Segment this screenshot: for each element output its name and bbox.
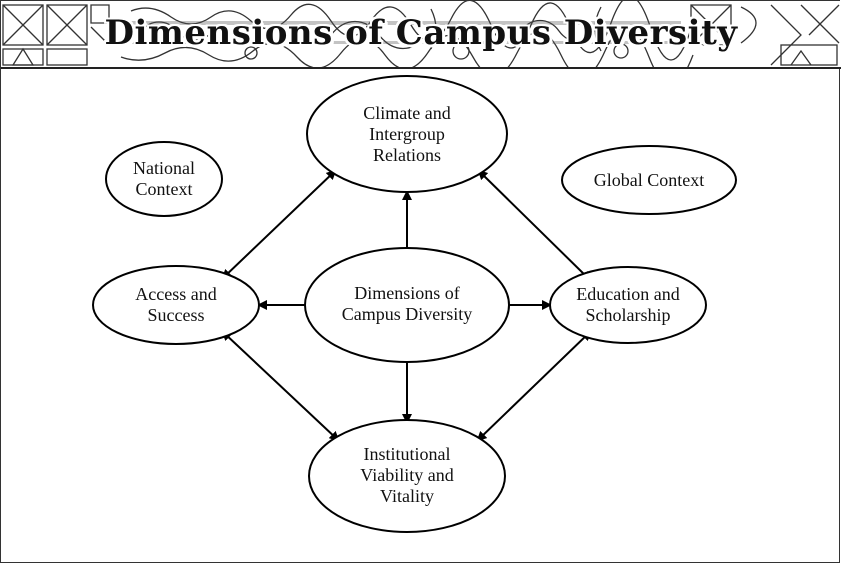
title-banner: Dimensions of Campus Diversity xyxy=(1,1,841,69)
node-institutional-label: Institutional Viability and Vitality xyxy=(360,443,454,506)
node-center-ellipse xyxy=(304,247,510,363)
node-national-ellipse xyxy=(105,141,223,217)
node-center-label: Dimensions of Campus Diversity xyxy=(341,283,473,324)
node-global-label: Global Context xyxy=(593,169,705,190)
banner-pattern xyxy=(1,1,841,67)
arrow-access-climate xyxy=(221,169,337,280)
arrow-access-institutional xyxy=(221,330,340,442)
node-access-ellipse xyxy=(92,265,260,345)
node-national-label: National Context xyxy=(133,158,195,199)
arrow-education-institutional xyxy=(476,330,592,442)
node-global-ellipse xyxy=(561,145,737,215)
node-climate-label: Climate and Intergroup Relations xyxy=(363,102,451,165)
node-education-label: Education and Scholarship xyxy=(576,284,680,325)
slide-title: Dimensions of Campus Diversity xyxy=(104,13,738,53)
arrow-climate-education xyxy=(477,169,592,282)
node-access-label: Access and Success xyxy=(135,284,217,325)
node-education-ellipse xyxy=(549,266,707,344)
node-climate-ellipse xyxy=(306,75,508,193)
node-institutional-ellipse xyxy=(308,419,506,533)
